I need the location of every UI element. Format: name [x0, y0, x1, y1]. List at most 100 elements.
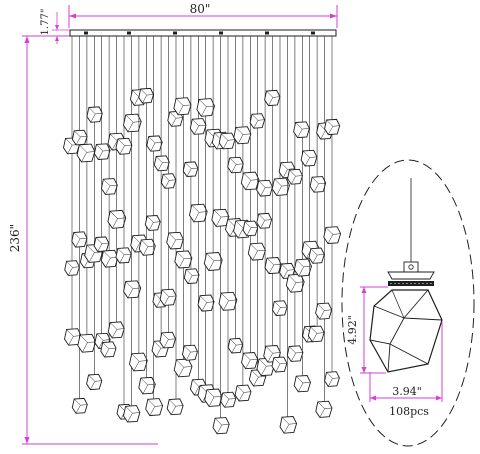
crystal-pendant	[71, 231, 88, 248]
crystal-pendant	[173, 97, 192, 116]
crystal-facet	[105, 185, 111, 195]
crystal-facet	[143, 246, 149, 256]
crystal-facet	[68, 336, 74, 346]
crystal-facet	[313, 183, 319, 193]
crystal-pendant	[315, 400, 333, 418]
canopy-height-dimension: 1.77"	[40, 9, 72, 44]
crystal-facet	[150, 142, 156, 152]
crystal-pendant	[285, 273, 305, 293]
crystal-facet	[163, 339, 169, 349]
crystal-facet	[201, 106, 207, 117]
crystal-pendant	[93, 143, 111, 160]
crystal-facet	[237, 134, 244, 144]
crystal-facet	[208, 396, 215, 407]
crystal-facet	[231, 344, 237, 354]
crystal-pendant	[234, 384, 252, 402]
total-height-dimension: 236"	[8, 35, 158, 445]
canopy-plate	[69, 29, 337, 37]
crystal-facet	[134, 242, 141, 253]
crystal-facet	[119, 254, 125, 264]
total-height-label: 236"	[8, 224, 22, 252]
crystal-pendant	[218, 132, 236, 150]
crystal-facet	[267, 353, 273, 363]
crystal-facet	[75, 238, 81, 248]
detail-ellipse	[341, 159, 475, 447]
crystal-facet	[327, 234, 334, 244]
crystal-pendant	[241, 352, 259, 370]
crystal-width-label: 3.94"	[392, 385, 422, 398]
crystal-pendant	[182, 161, 199, 177]
crystal-facet	[127, 413, 133, 423]
crystal-facet	[275, 307, 281, 316]
crystal-pendant	[264, 89, 281, 107]
crystal-pendant	[129, 352, 148, 372]
crystal-facet	[134, 96, 140, 106]
pendant-count-label: 108pcs	[389, 405, 429, 418]
crystal-facet	[82, 342, 88, 353]
crystal-facet	[223, 300, 229, 311]
crystal-facet	[297, 128, 303, 138]
crystal-pendant	[115, 247, 132, 264]
crystal-pendant	[240, 171, 260, 191]
crystal-pendant	[76, 143, 96, 163]
crystal-facet	[260, 220, 266, 229]
crystal-facet	[98, 150, 104, 160]
canopy-height-label: 1.77"	[40, 9, 51, 36]
crystal-facet	[170, 239, 176, 250]
crystal-pendant	[271, 177, 290, 196]
crystal-facet	[185, 351, 191, 361]
crystal-facet	[290, 282, 297, 293]
crystal-facet	[112, 218, 118, 229]
crystal-pendant	[264, 257, 282, 275]
crystal-facet	[194, 386, 200, 396]
crystal-facet	[245, 180, 252, 190]
crystal-pendant	[204, 388, 223, 407]
crystal-pendant	[138, 238, 156, 256]
crystal-pendant	[123, 280, 142, 299]
crystal-pendant	[107, 209, 127, 229]
detail-view: 4.92" 3.94" 108pcs	[341, 159, 475, 447]
crystal-facet	[142, 384, 148, 395]
crystal-facet	[178, 258, 185, 269]
crystal-pendant	[77, 333, 97, 353]
crystal-facet	[319, 408, 325, 418]
crystal-facet	[319, 310, 325, 320]
crystal-facet	[149, 406, 156, 416]
crystal-facet	[276, 185, 282, 196]
crystal-facet	[97, 243, 103, 252]
crystal-facet	[156, 299, 162, 308]
crystal-facet	[104, 348, 110, 358]
crystal-facet	[155, 347, 162, 358]
crystal-facet	[75, 405, 81, 414]
crystal-pendant	[189, 203, 208, 223]
crystal-pendant	[249, 113, 266, 129]
crystal-facet	[304, 157, 310, 167]
crystal-pendant	[174, 250, 193, 269]
pendant-cluster	[63, 36, 342, 435]
crystal-facet	[67, 144, 73, 154]
crystal-facet	[90, 113, 96, 123]
crystal-facet	[187, 275, 193, 284]
crystal-height-dimension: 4.92"	[346, 286, 388, 374]
crystal-facet	[252, 250, 258, 261]
crystal-pendant	[197, 294, 215, 312]
crystal-pendant	[86, 106, 103, 123]
pendant-cap	[387, 261, 435, 286]
crystal-facet	[208, 260, 215, 271]
crystal-facet	[88, 252, 95, 263]
crystal-facet	[216, 424, 223, 434]
crystal-facet	[328, 126, 334, 135]
crystal-facet	[238, 392, 244, 402]
crystal-pendant	[300, 149, 318, 167]
crystal-facet	[298, 382, 304, 392]
crystal-facet	[290, 352, 296, 362]
crystal-pendant	[307, 325, 325, 343]
crystal-facet	[90, 381, 96, 390]
crystal-facet	[268, 264, 274, 274]
crystal-pendant	[166, 398, 184, 416]
crystal-height-label: 4.92"	[346, 315, 359, 345]
crystal-pendant	[293, 375, 311, 393]
crystal-facet	[83, 259, 89, 268]
crystal-facet	[133, 361, 140, 372]
crystal-facet	[283, 270, 288, 279]
